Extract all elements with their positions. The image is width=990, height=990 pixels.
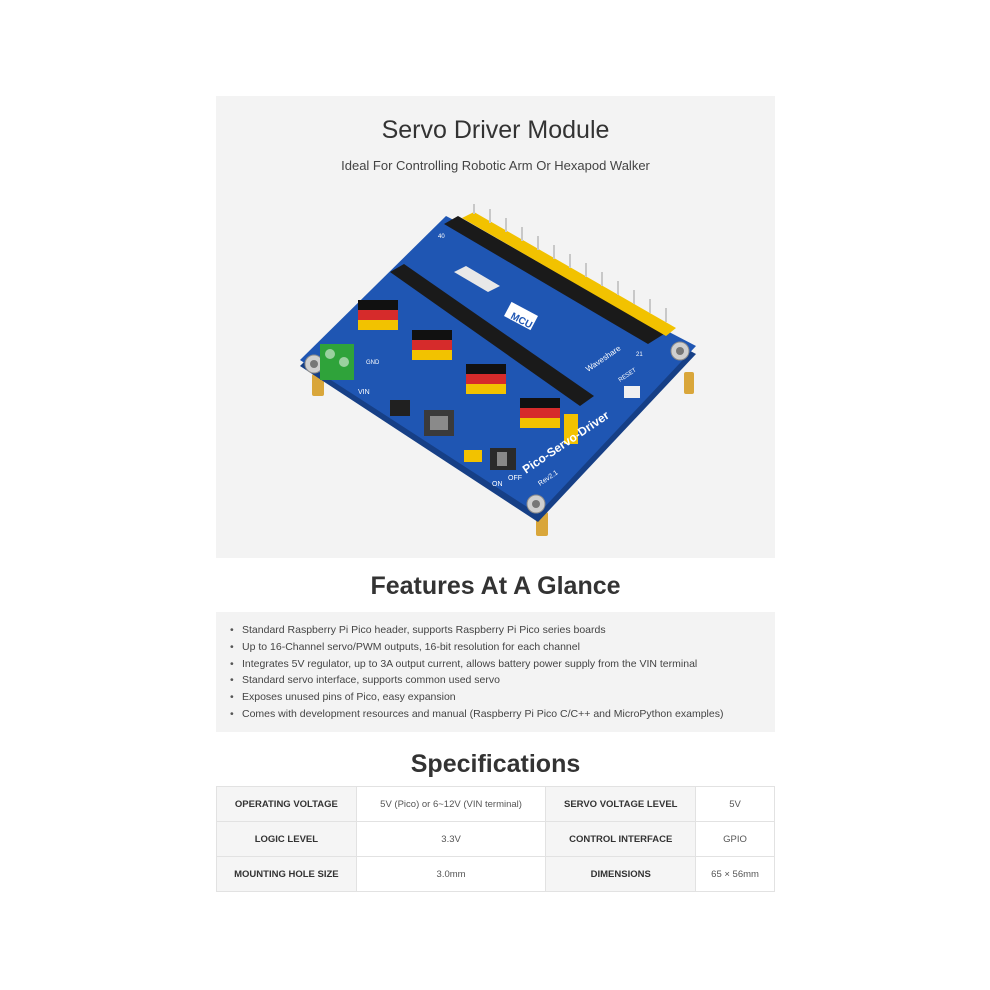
spec-key: DIMENSIONS	[545, 856, 697, 892]
hero-section: Servo Driver Module Ideal For Controllin…	[216, 96, 775, 558]
features-title: Features At A Glance	[370, 572, 621, 600]
hero-title: Servo Driver Module	[381, 116, 610, 144]
feature-item: Integrates 5V regulator, up to 3A output…	[230, 656, 775, 673]
table-row: OPERATING VOLTAGE 5V (Pico) or 6~12V (VI…	[216, 786, 775, 822]
features-list: Standard Raspberry Pi Pico header, suppo…	[216, 612, 775, 723]
pin40-text: 40	[438, 234, 445, 240]
servo-headers	[358, 300, 560, 428]
feature-item: Up to 16-Channel servo/PWM outputs, 16-b…	[230, 639, 775, 656]
spec-value: 3.0mm	[355, 856, 547, 892]
features-list-box: Standard Raspberry Pi Pico header, suppo…	[216, 612, 775, 732]
feature-item: Exposes unused pins of Pico, easy expans…	[230, 689, 775, 706]
pico-header-bottom	[390, 264, 594, 406]
mcu-label-box	[504, 301, 538, 331]
spec-key: LOGIC LEVEL	[216, 821, 357, 857]
feature-item: Standard Raspberry Pi Pico header, suppo…	[230, 622, 775, 639]
servo-driver-board-image: Pico-Servo-Driver Rev2.1 Waveshare MCU O…	[300, 200, 696, 536]
feature-item: Comes with development resources and man…	[230, 706, 775, 723]
spec-value: 3.3V	[355, 821, 547, 857]
specifications-table: OPERATING VOLTAGE 5V (Pico) or 6~12V (VI…	[216, 786, 775, 892]
pin21-text: 21	[636, 352, 643, 358]
feature-item: Standard servo interface, supports commo…	[230, 672, 775, 689]
ic-chip	[390, 400, 410, 416]
spec-value: 65 × 56mm	[695, 856, 775, 892]
hero-subtitle: Ideal For Controlling Robotic Arm Or Hex…	[341, 158, 650, 173]
pico-header-top	[444, 216, 664, 344]
vsys-jumper	[564, 414, 578, 444]
product-sheet: Servo Driver Module Ideal For Controllin…	[216, 96, 775, 892]
spec-key: OPERATING VOLTAGE	[216, 786, 357, 822]
switch-off-text: OFF	[508, 475, 522, 482]
pico-silkscreen	[454, 266, 500, 292]
table-row: LOGIC LEVEL 3.3V CONTROL INTERFACE GPIO	[216, 821, 775, 857]
standoff-right	[684, 372, 694, 394]
spec-value: 5V (Pico) or 6~12V (VIN terminal)	[355, 786, 547, 822]
specifications-heading: Specifications	[216, 750, 775, 779]
capacitor	[464, 450, 482, 462]
spec-value: 5V	[695, 786, 775, 822]
reset-button	[624, 386, 640, 398]
spec-key: SERVO VOLTAGE LEVEL	[545, 786, 697, 822]
features-heading: Features At A Glance	[216, 572, 775, 601]
spec-key: MOUNTING HOLE SIZE	[216, 856, 357, 892]
specifications-title: Specifications	[410, 750, 581, 778]
table-row: MOUNTING HOLE SIZE 3.0mm DIMENSIONS 65 ×…	[216, 856, 775, 892]
spec-key: CONTROL INTERFACE	[545, 821, 697, 857]
yellow-pin-header	[462, 212, 676, 336]
gnd-text: GND	[366, 360, 380, 366]
switch-on-text: ON	[492, 481, 503, 488]
spec-value: GPIO	[695, 821, 775, 857]
product-photo: Pico-Servo-Driver Rev2.1 Waveshare MCU O…	[294, 200, 704, 544]
vin-text: VIN	[358, 389, 370, 396]
